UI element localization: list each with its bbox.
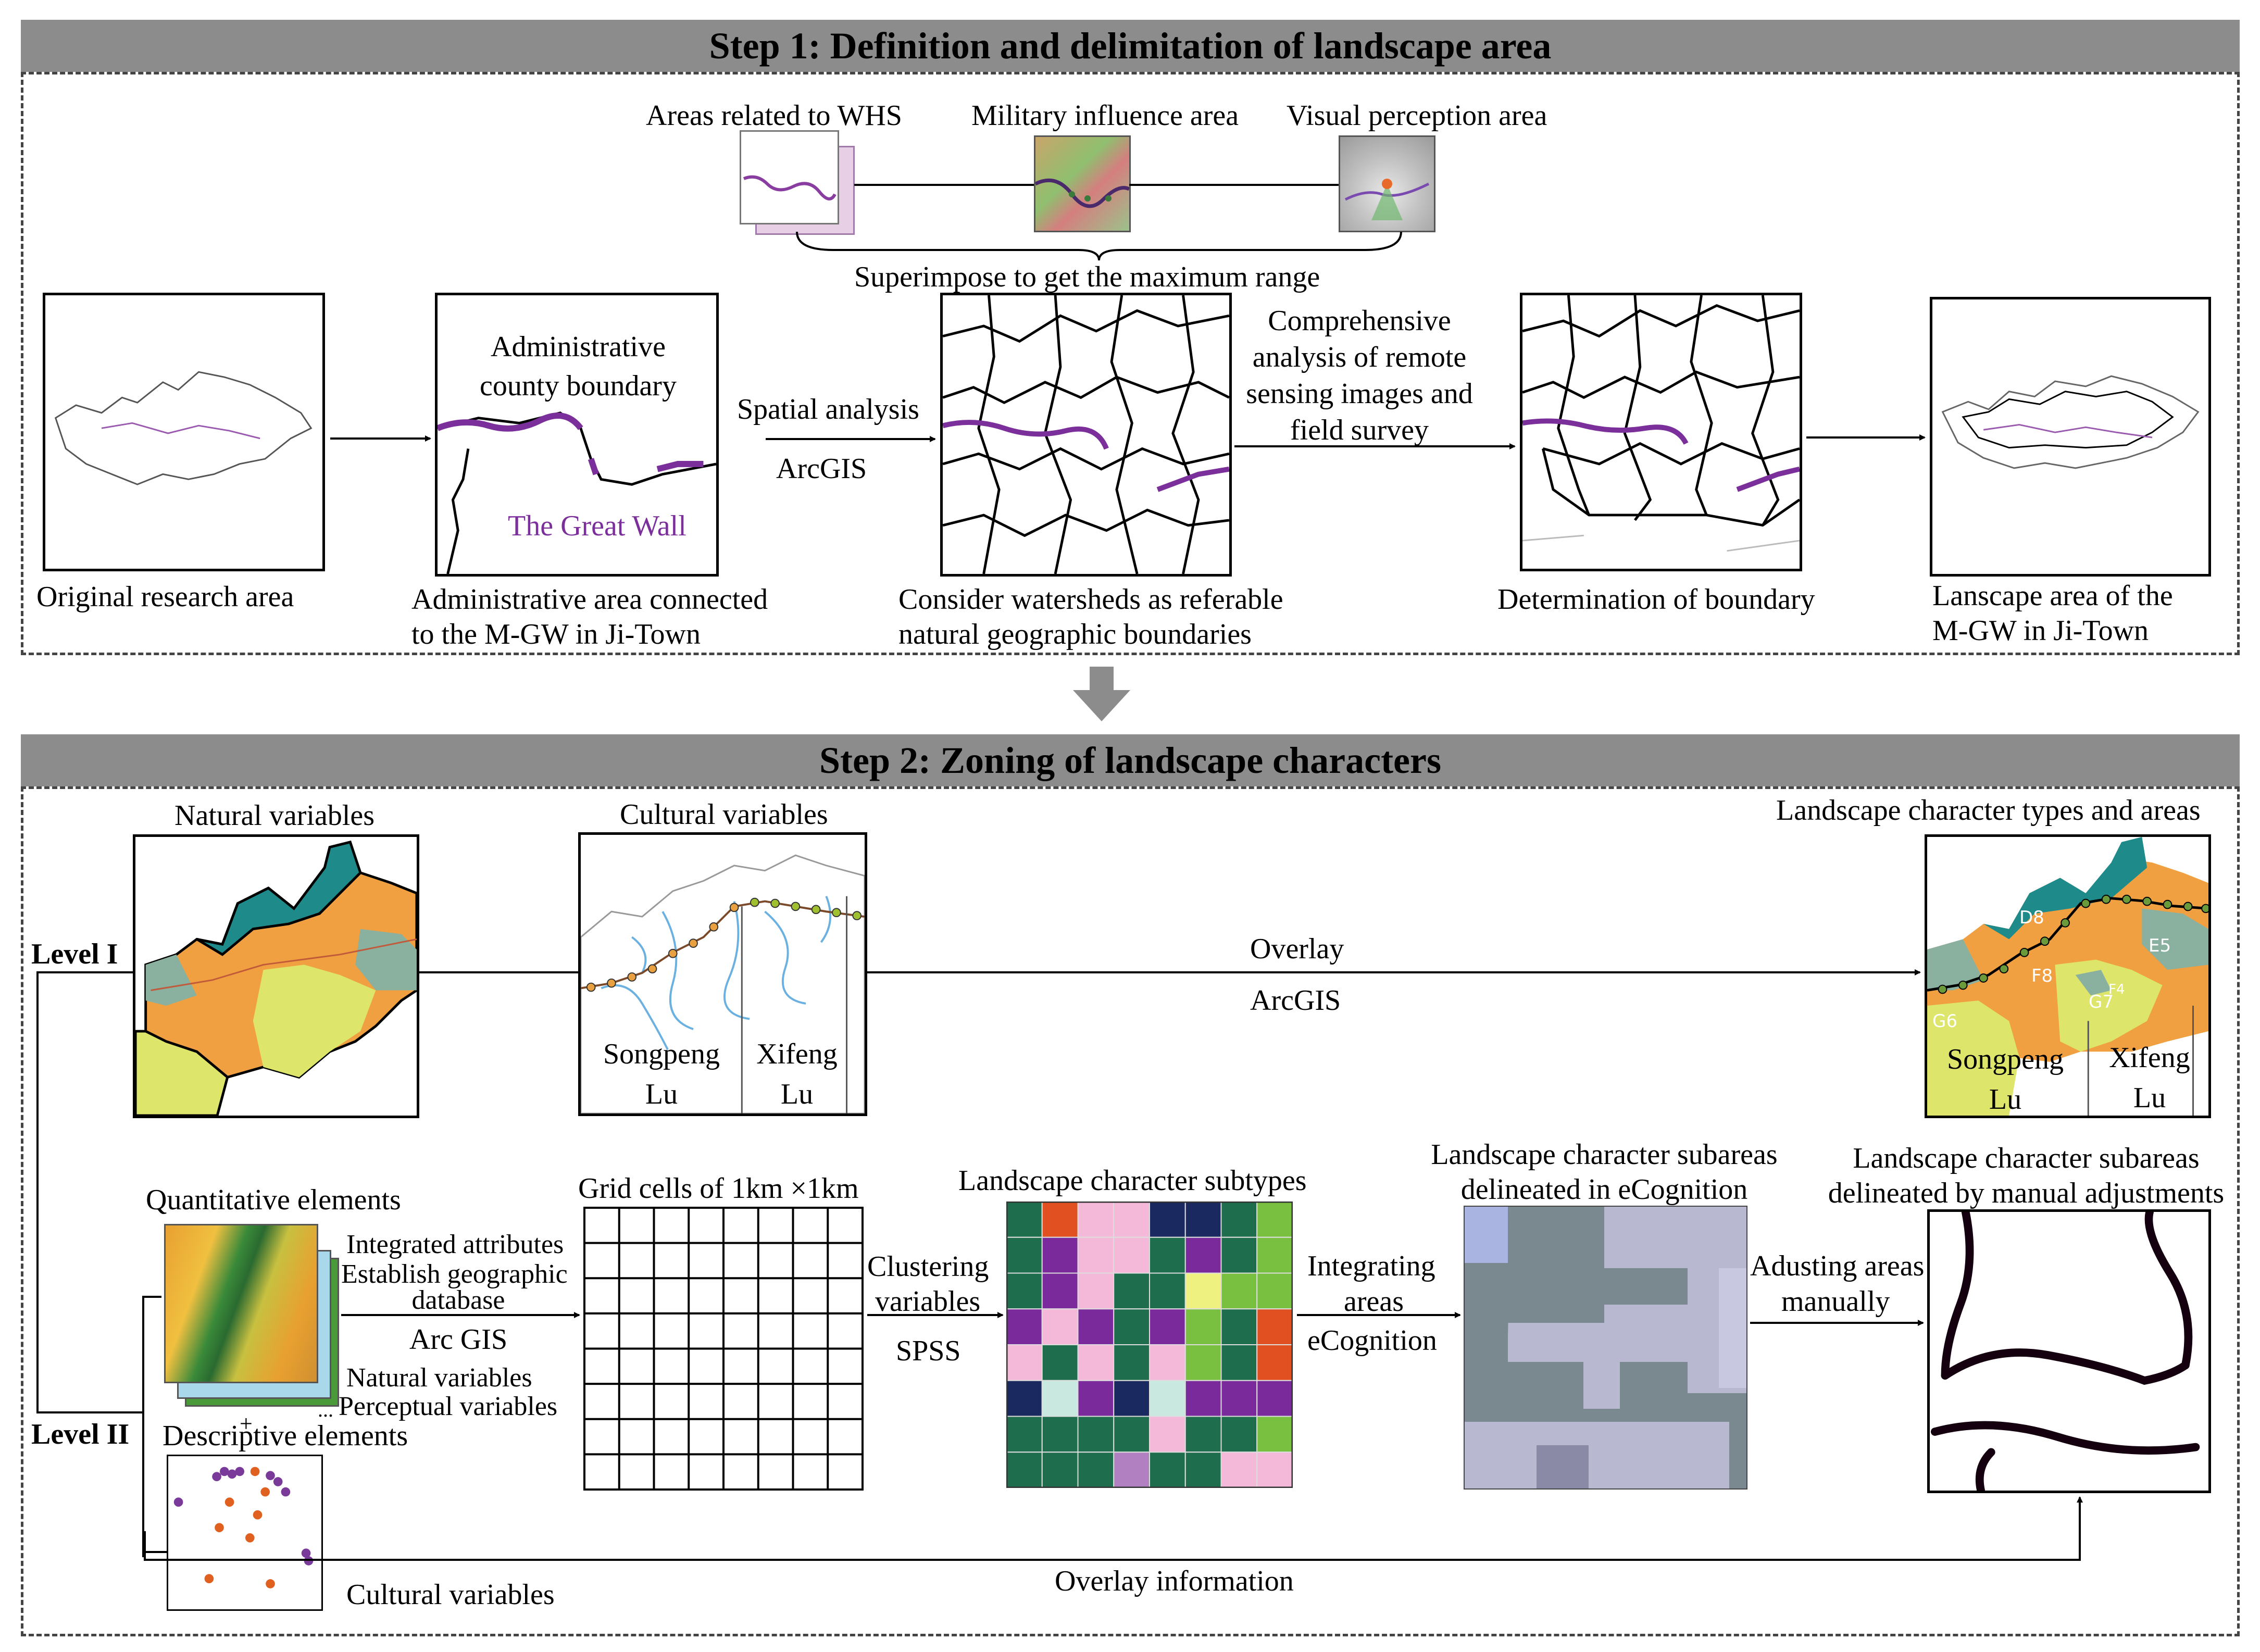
great-wall-label: The Great Wall (508, 510, 686, 542)
overlay-label: Overlay (1250, 933, 1344, 965)
watershed-caption-1: Consider watersheds as referable (898, 583, 1283, 616)
map-code-d8: D8 (2019, 907, 2044, 928)
landscape-caption-1: Lanscape area of the (1932, 580, 2173, 612)
boundary-map (1520, 293, 1802, 571)
comprehensive-label-3: sensing images and (1246, 378, 1473, 410)
natural-vars-label: Natural variables (346, 1363, 532, 1393)
landscape-area-map (1930, 297, 2211, 577)
whs-label: Areas related to WHS (646, 99, 902, 132)
integrated-attributes-label: Integrated attributes (346, 1230, 564, 1259)
admin-county-map (435, 293, 719, 577)
cultural-variables-top-label: Cultural variables (620, 798, 828, 831)
cultural-variables-bottom-label: Cultural variables (346, 1579, 555, 1611)
original-research-area-caption: Original research area (36, 581, 294, 613)
clustering-label-2: variables (875, 1285, 981, 1318)
types-areas-label: Landscape character types and areas (1776, 794, 2201, 827)
ellipsis-label: ... (318, 1398, 333, 1421)
military-thumbnail (1034, 135, 1131, 232)
perceptual-vars-label: Perceptual variables (339, 1392, 558, 1421)
descriptive-elements-label: Descriptive elements (163, 1420, 408, 1452)
establish-label-2: database (411, 1285, 505, 1315)
comprehensive-label-1: Comprehensive (1268, 305, 1451, 337)
arcgis-label-step1: ArcGIS (776, 453, 867, 485)
step1-frame (21, 72, 2240, 655)
subareas-ecog-label-1: Landscape character subareas (1431, 1138, 1778, 1171)
map-code-e5: E5 (2149, 935, 2171, 956)
step1-title-banner: Step 1: Definition and delimitation of l… (21, 20, 2240, 72)
admin-caption-1: Administrative area connected (411, 583, 768, 616)
grid-cells-graphic (583, 1207, 864, 1491)
integrating-label-1: Integrating (1307, 1250, 1435, 1282)
establish-label-1: Establish geographic (341, 1259, 568, 1289)
original-research-area-map (43, 293, 325, 571)
comprehensive-label-2: analysis of remote (1252, 341, 1467, 373)
ecognition-map (1463, 1205, 1749, 1491)
songpeng-label-1: Songpeng (603, 1038, 720, 1070)
adjusting-label-1: Adusting areas (1750, 1250, 1925, 1282)
comprehensive-label-4: field survey (1290, 414, 1429, 446)
admin-inner-label-2: county boundary (480, 370, 677, 402)
landscape-caption-2: M-GW in Ji-Town (1932, 615, 2149, 647)
boundary-caption: Determination of boundary (1497, 583, 1815, 616)
types-songpeng-label-1: Songpeng (1947, 1043, 2064, 1075)
xifeng-label-1: Xifeng (756, 1038, 838, 1070)
quant-elements-label: Quantitative elements (146, 1184, 401, 1216)
types-xifeng-label-1: Xifeng (2109, 1042, 2190, 1074)
songpeng-label-2: Lu (645, 1078, 678, 1110)
quant-layer-front (164, 1224, 318, 1383)
adjusting-label-2: manually (1781, 1285, 1890, 1318)
level-1-label: Level I (31, 938, 118, 970)
map-code-g7: G7 (2089, 992, 2114, 1012)
types-areas-map (1925, 834, 2211, 1118)
step2-frame (21, 786, 2240, 1636)
level-2-label: Level II (31, 1418, 130, 1450)
grid-cells-label: Grid cells of 1km ×1km (578, 1172, 859, 1205)
subtypes-grid (1006, 1201, 1293, 1488)
watershed-map (940, 293, 1232, 577)
integrating-label-2: areas (1344, 1285, 1404, 1318)
down-arrow (1073, 667, 1130, 721)
manual-subareas-map (1927, 1209, 2211, 1493)
superimpose-label: Superimpose to get the maximum range (854, 261, 1320, 293)
overlay-info-label: Overlay information (1055, 1565, 1294, 1597)
map-code-g6: G6 (1932, 1011, 1957, 1032)
ecognition-label: eCognition (1307, 1324, 1437, 1357)
clustering-label-1: Clustering (867, 1250, 989, 1283)
types-songpeng-label-2: Lu (1989, 1083, 2022, 1116)
cultural-variables-map (578, 832, 867, 1116)
map-code-f4: F4 (2108, 982, 2125, 997)
military-label: Military influence area (971, 99, 1239, 132)
plus-label: + (240, 1411, 253, 1436)
arcgis-label-step2: ArcGIS (1250, 984, 1341, 1017)
map-code-f8: F8 (2031, 966, 2053, 986)
subareas-manual-label-2: delineated by manual adjustments (1828, 1177, 2225, 1209)
subtypes-label: Landscape character subtypes (958, 1165, 1307, 1197)
natural-variables-map (133, 834, 419, 1118)
natural-variables-label: Natural variables (174, 799, 375, 832)
spatial-analysis-label: Spatial analysis (737, 393, 919, 425)
descriptive-dots-map (167, 1455, 323, 1611)
arc-gis-label: Arc GIS (409, 1323, 508, 1356)
spss-label: SPSS (896, 1335, 961, 1367)
visual-label: Visual perception area (1287, 99, 1547, 132)
subareas-manual-label-1: Landscape character subareas (1853, 1142, 2200, 1174)
whs-thumbnail-front (740, 130, 839, 224)
types-xifeng-label-2: Lu (2133, 1082, 2166, 1114)
visual-thumbnail (1339, 135, 1435, 232)
step2-title-banner: Step 2: Zoning of landscape characters (21, 734, 2240, 786)
watershed-caption-2: natural geographic boundaries (898, 618, 1252, 650)
admin-inner-label-1: Administrative (491, 331, 666, 363)
subareas-ecog-label-2: delineated in eCognition (1460, 1173, 1748, 1206)
admin-caption-2: to the M-GW in Ji-Town (411, 618, 701, 650)
xifeng-label-2: Lu (780, 1078, 814, 1110)
